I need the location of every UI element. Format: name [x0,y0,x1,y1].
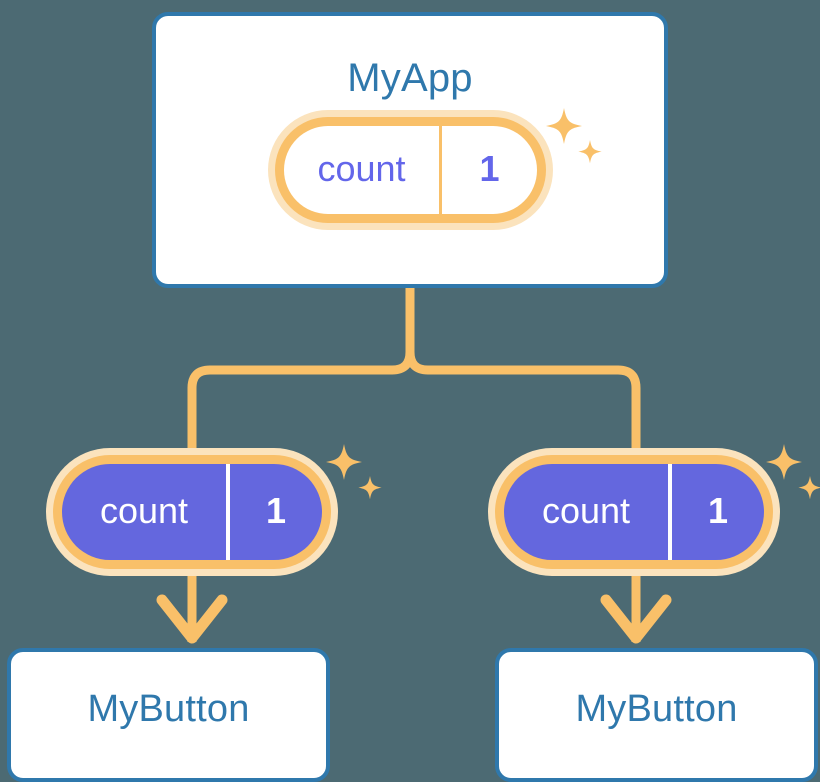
arrow-head-right-icon [600,594,672,644]
arrow-head-left-icon [156,594,228,644]
state-key-label: count [541,489,631,531]
component-card-mybutton-right[interactable]: MyButton [495,648,818,782]
state-key-label: count [99,489,189,531]
state-value-label: 1 [668,464,764,560]
sparkle-large-icon [766,444,802,480]
sparkle-large-icon [326,444,362,480]
state-pill-inner: count 1 [62,464,322,560]
sparkle-small-icon [798,476,820,500]
component-title-mybutton-left: MyButton [87,688,250,730]
state-pill-child-right[interactable]: count 1 [488,448,780,576]
state-pill-inner: count 1 [504,464,764,560]
connector-left-branch [187,282,415,457]
state-pill-ring: count 1 [53,455,331,569]
component-card-mybutton-left[interactable]: MyButton [7,648,330,782]
component-title-mybutton-right: MyButton [575,688,738,730]
state-pill-ring: count 1 [275,117,546,223]
component-title-myapp: MyApp [347,56,473,100]
state-pill-child-left[interactable]: count 1 [46,448,338,576]
state-value-label: 1 [439,126,537,214]
state-pill-ring: count 1 [495,455,773,569]
state-key-label: count [317,147,406,189]
state-pill-myapp[interactable]: count 1 [268,110,553,230]
sparkle-small-icon [358,476,382,500]
state-value-label: 1 [226,464,322,560]
connector-right-branch [405,282,641,457]
state-pill-inner: count 1 [284,126,537,214]
